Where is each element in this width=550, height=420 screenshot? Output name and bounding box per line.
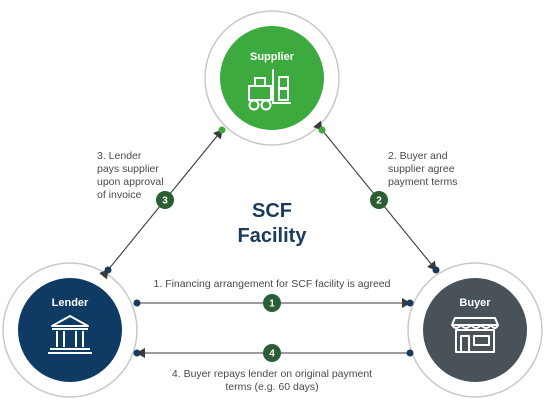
step-3-text: 3. Lender pays supplier upon approval of…: [97, 150, 164, 201]
svg-text:4: 4: [269, 349, 275, 360]
forklift-icon: [248, 69, 291, 111]
center-title-line2: Facility: [238, 225, 308, 247]
center-title-line1: SCF: [252, 200, 292, 222]
step-badge-4: 4: [263, 344, 281, 362]
svg-text:2: 2: [376, 196, 382, 207]
svg-text:payment terms: payment terms: [388, 176, 457, 188]
lender-label: Lender: [52, 297, 89, 309]
supplier-node: Supplier: [204, 10, 340, 146]
svg-text:of invoice: of invoice: [97, 189, 142, 201]
step-4-text: 4. Buyer repays lender on original payme…: [172, 368, 372, 393]
buyer-node: Buyer: [407, 262, 543, 398]
svg-text:4. Buyer repays lender on orig: 4. Buyer repays lender on original payme…: [172, 368, 372, 380]
svg-text:terms (e.g. 60 days): terms (e.g. 60 days): [225, 381, 318, 393]
svg-text:3. Lender: 3. Lender: [97, 150, 142, 162]
step-badge-2: 2: [370, 191, 388, 209]
svg-text:pays supplier: pays supplier: [97, 163, 159, 175]
buyer-label: Buyer: [459, 297, 491, 309]
svg-text:1: 1: [269, 299, 275, 310]
step-2-text: 2. Buyer and supplier agree payment term…: [388, 150, 457, 188]
lender-node: Lender: [2, 262, 138, 398]
svg-text:3: 3: [162, 196, 168, 207]
svg-text:supplier agree: supplier agree: [388, 163, 455, 175]
connector-dots: [104, 126, 440, 357]
step-badge-1: 1: [263, 294, 281, 312]
supplier-label: Supplier: [250, 51, 295, 63]
svg-text:2. Buyer and: 2. Buyer and: [388, 150, 448, 162]
svg-text:upon approval: upon approval: [97, 176, 164, 188]
bank-icon: [48, 315, 92, 354]
storefront-icon: [451, 317, 499, 353]
step-1-text: 1. Financing arrangement for SCF facilit…: [154, 278, 391, 290]
svg-text:1. Financing arrangement for S: 1. Financing arrangement for SCF facilit…: [154, 278, 391, 290]
step-badge-3: 3: [156, 191, 174, 209]
